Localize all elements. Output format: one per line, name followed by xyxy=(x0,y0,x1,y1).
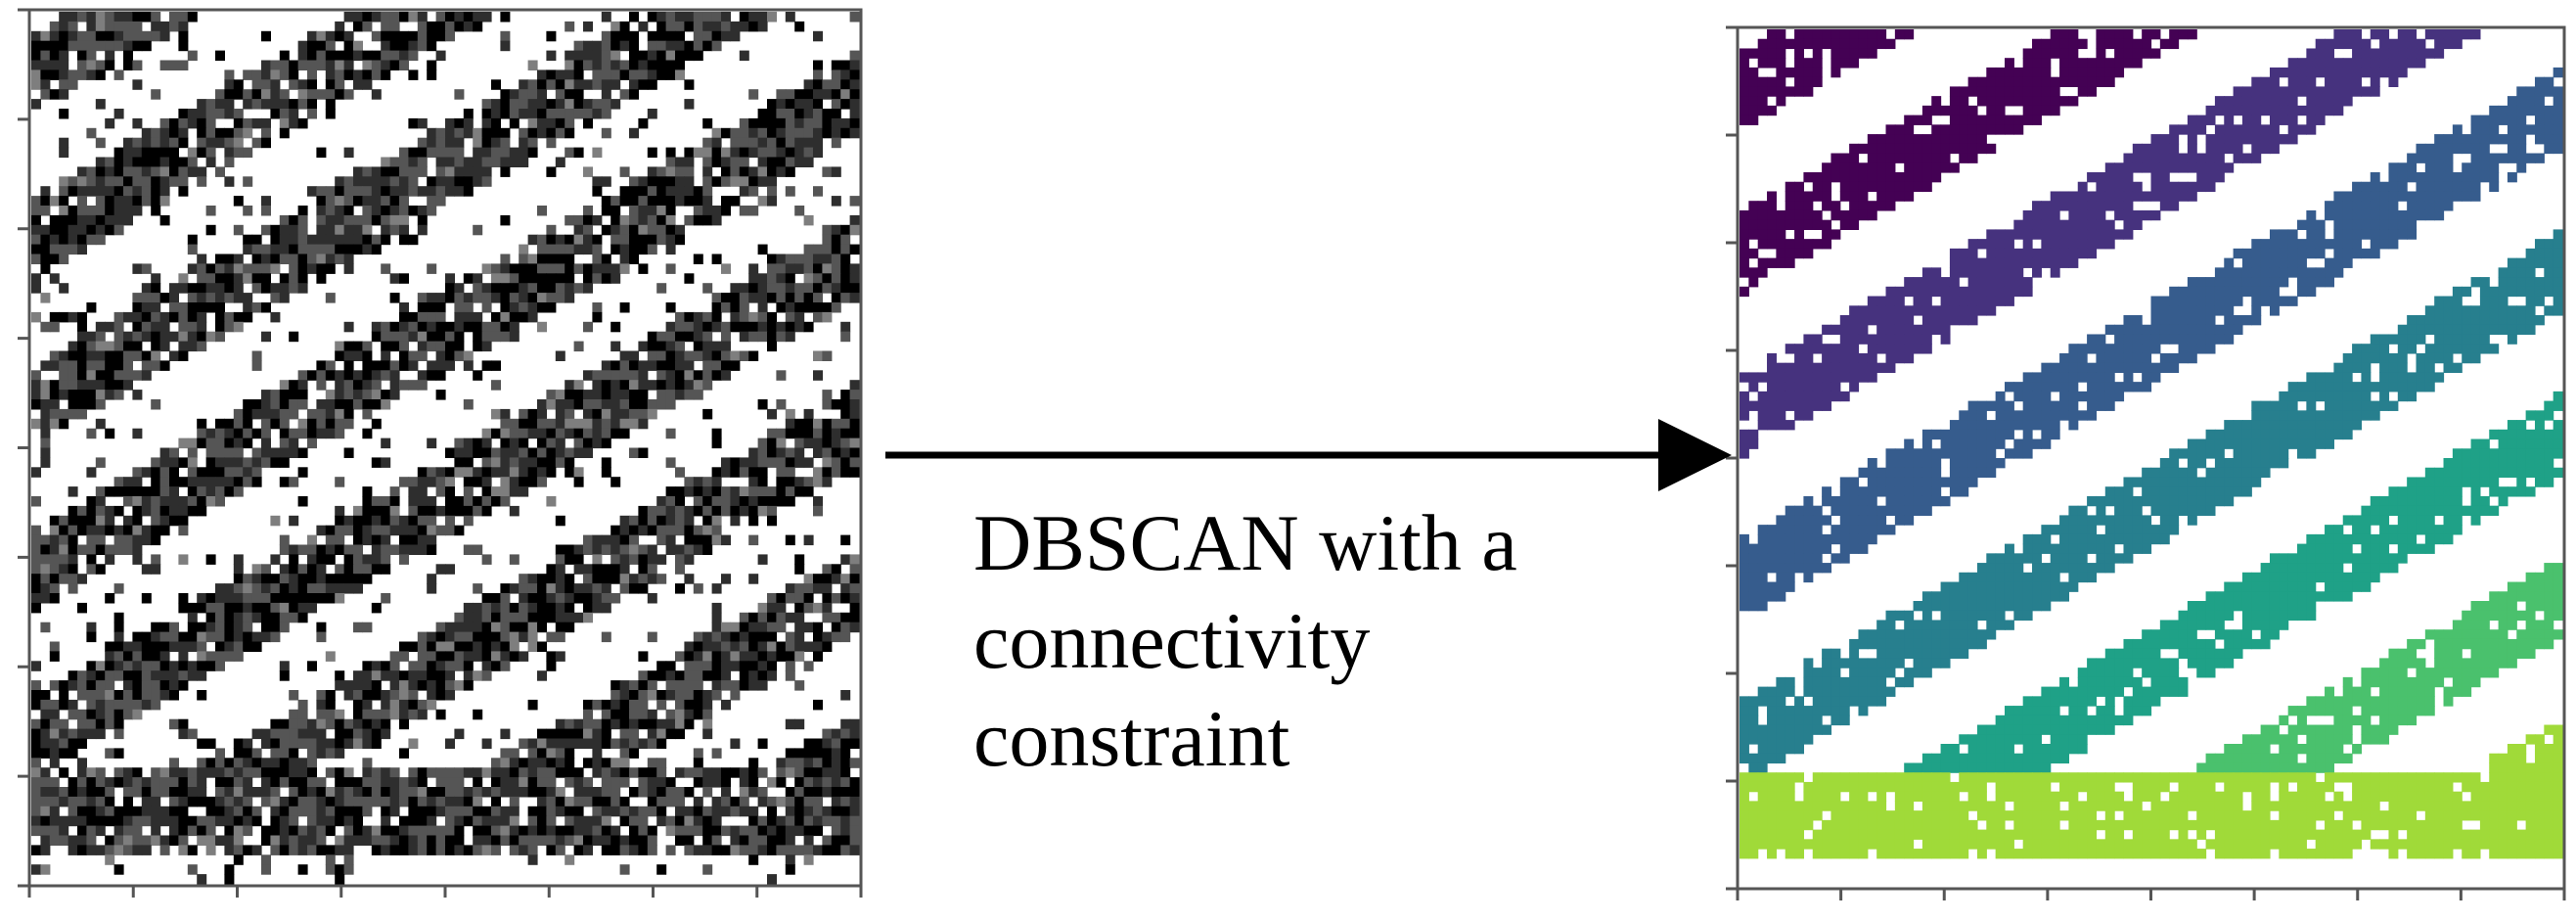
caption-line-1: DBSCAN with a xyxy=(973,494,1658,592)
clustered-output-panel xyxy=(1740,29,2563,858)
method-caption: DBSCAN with a connectivity constraint xyxy=(973,494,1658,788)
arrow-head xyxy=(1658,419,1732,491)
transform-arrow xyxy=(885,419,1732,491)
caption-line-2: connectivity xyxy=(973,592,1658,690)
caption-line-3: constraint xyxy=(973,690,1658,788)
input-grayscale-panel xyxy=(31,12,860,885)
